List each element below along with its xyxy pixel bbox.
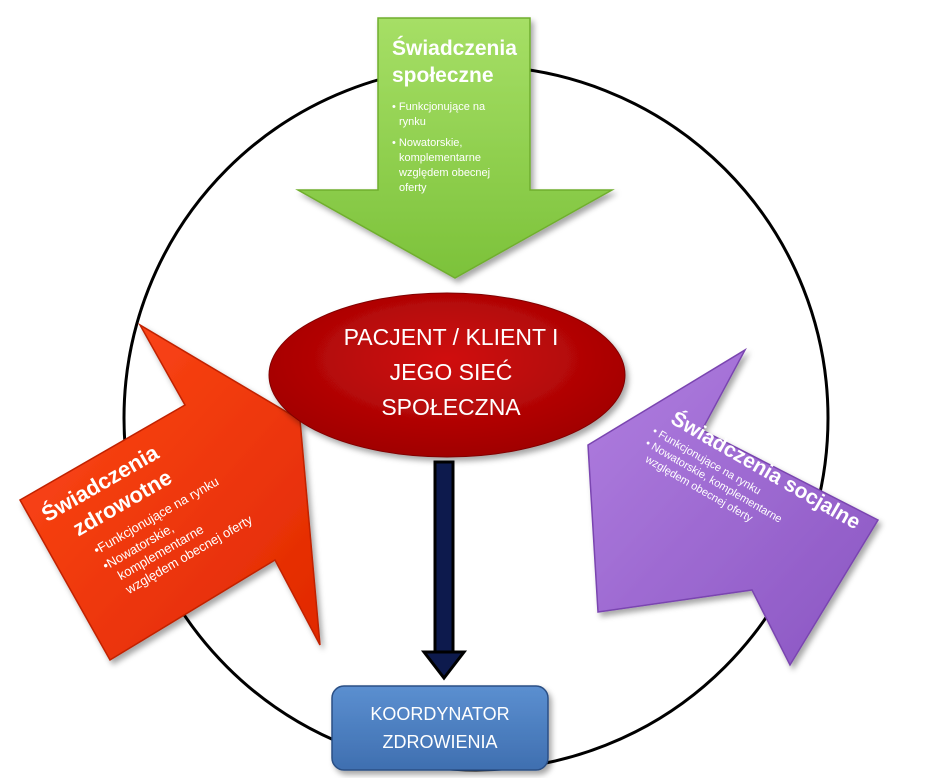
top-bullet-2b: komplementarne [399, 152, 481, 164]
coordinator-line-1: KOORDYNATOR [370, 704, 509, 724]
left-arrow [18, 322, 321, 662]
center-line-3: SPOŁECZNA [381, 394, 521, 420]
top-bullet-2c: względem obecnej [398, 167, 490, 179]
top-arrow-title-1: Świadczenia [392, 36, 517, 60]
down-arrow [420, 460, 468, 681]
center-line-1: PACJENT / KLIENT I [344, 324, 559, 350]
down-arrow-shaft [433, 460, 455, 654]
top-bullet-1a: • Funkcjonujące na [392, 101, 486, 113]
down-arrow-head [420, 650, 468, 681]
top-bullet-2d: oferty [399, 182, 427, 194]
right-arrow-shape [587, 347, 880, 667]
left-arrow-shape [18, 322, 321, 662]
center-ellipse [268, 292, 626, 458]
top-arrow [295, 17, 615, 279]
coordinator-line-2: ZDROWIENIA [383, 732, 498, 752]
coordinator-box [331, 685, 549, 771]
right-arrow [587, 347, 880, 667]
center-line-2: JEGO SIEĆ [390, 359, 513, 385]
top-bullet-2a: • Nowatorskie, [392, 137, 463, 149]
top-arrow-shape [295, 17, 615, 279]
top-arrow-title-2: społeczne [392, 64, 494, 87]
top-bullet-1b: rynku [399, 116, 426, 128]
